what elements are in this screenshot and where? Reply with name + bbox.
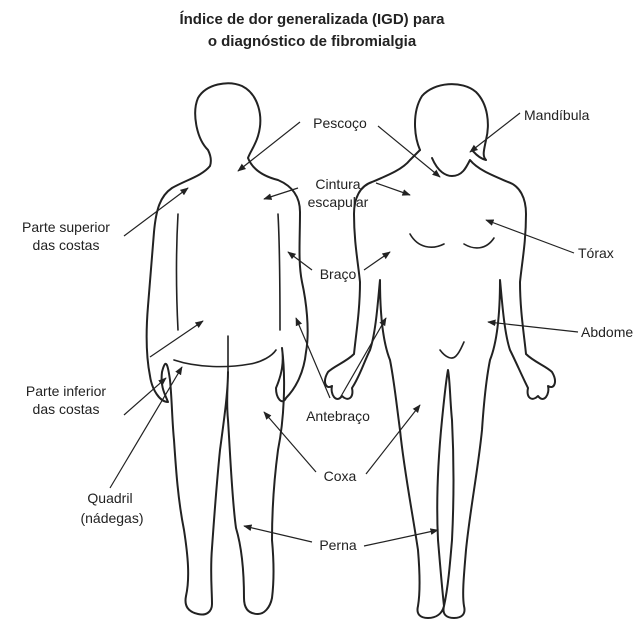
label-abdome: Abdome xyxy=(581,324,633,340)
leader-mandibula xyxy=(470,113,520,152)
label-cintura-line-2: escapular xyxy=(308,194,369,210)
leader-torax xyxy=(486,220,574,253)
label-pescoco: Pescoço xyxy=(313,115,367,131)
label-quadril-line-1: Quadril xyxy=(87,490,132,506)
label-coxa: Coxa xyxy=(324,468,357,484)
leader-coxa-front xyxy=(366,405,420,474)
front-figure-body xyxy=(325,150,555,618)
leader-pescoco-back xyxy=(238,122,300,171)
leader-cintura-front xyxy=(376,183,410,195)
front-figure-left-breast xyxy=(410,234,444,247)
leader-perna-back xyxy=(244,526,312,542)
diagram-title-line-1: Índice de dor generalizada (IGD) para xyxy=(179,11,445,28)
leader-quadril xyxy=(110,367,182,488)
label-quadril-line-2: (nádegas) xyxy=(80,510,143,526)
body-region-labels: Pescoço Mandíbula Cintura escapular Part… xyxy=(22,107,633,553)
leader-braco-front xyxy=(364,252,390,270)
back-figure-left-armline xyxy=(177,214,179,330)
label-torax: Tórax xyxy=(578,245,614,261)
front-view-figure xyxy=(325,84,555,618)
label-parte-superior-line-1: Parte superior xyxy=(22,219,110,235)
leader-abdome xyxy=(488,322,578,332)
back-figure-right-armline xyxy=(278,214,280,330)
diagram-title-line-2: o diagnóstico de fibromialgia xyxy=(208,33,417,50)
leader-cintura-back xyxy=(264,188,298,199)
leader-pescoco-front xyxy=(378,126,440,177)
leader-antebraco-back xyxy=(296,318,330,398)
front-figure-pelvis xyxy=(440,342,464,358)
label-perna: Perna xyxy=(319,537,357,553)
leader-perna-front xyxy=(364,530,438,546)
front-figure-head-hair xyxy=(415,84,488,160)
front-figure-right-breast xyxy=(464,238,494,248)
label-parte-inferior-line-2: das costas xyxy=(33,401,100,417)
label-cintura-line-1: Cintura xyxy=(315,176,360,192)
back-figure-waistline xyxy=(174,350,276,367)
leader-parte-superior xyxy=(124,188,188,236)
label-braco: Braço xyxy=(320,266,357,282)
label-antebraco: Antebraço xyxy=(306,408,370,424)
label-parte-superior-line-2: das costas xyxy=(33,237,100,253)
label-mandibula: Mandíbula xyxy=(524,107,590,123)
label-parte-inferior-line-1: Parte inferior xyxy=(26,383,106,399)
leader-antebraco-front xyxy=(340,318,386,398)
leader-parte-inferior-back xyxy=(150,321,203,357)
